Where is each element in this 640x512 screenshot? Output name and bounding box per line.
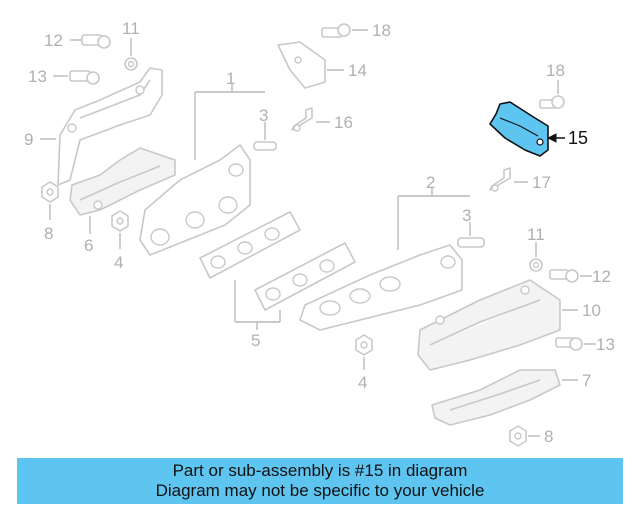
callout-2: 2 [426,173,435,192]
gasket-part-5 [199,211,356,330]
callout-8-left: 8 [44,224,53,243]
info-banner: Part or sub-assembly is #15 in diagram D… [17,458,623,504]
callout-13-left: 13 [28,67,47,86]
clip-part-16 [291,107,330,132]
parts-diagram: 12 11 13 9 6 8 4 [24,19,615,447]
heat-shield-part-7 [431,369,578,426]
bolt-part-12-right [549,269,592,283]
callout-18-right: 18 [546,61,565,80]
heat-shield-part-10 [417,279,578,371]
callout-3-upper: 3 [259,106,268,125]
clip-part-17 [489,167,528,192]
banner-line-2: Diagram may not be specific to your vehi… [155,481,485,500]
stud-part-3-lower [457,222,485,248]
callout-8-right: 8 [544,427,553,446]
callout-12-right: 12 [592,267,611,286]
callout-17: 17 [532,173,551,192]
bolt-part-18-top [321,23,368,38]
exhaust-manifold-part-1 [139,84,265,256]
callout-7: 7 [582,371,591,390]
heat-shield-part-15-highlighted [489,101,565,157]
washer-part-11-right [529,242,543,272]
bolt-part-12-left [70,34,111,49]
callout-15: 15 [568,128,588,148]
stud-part-3-upper [253,122,277,151]
banner-line-1: Part or sub-assembly is #15 in diagram [172,461,468,480]
nut-part-4-left [111,210,129,249]
callout-14: 14 [348,61,367,80]
callout-4-left: 4 [114,253,123,272]
bolt-part-13-left [53,70,100,85]
nut-part-8-right [509,425,540,447]
nut-part-4-lower [355,334,373,370]
bolt-part-13-right [555,337,596,351]
heat-shield-part-6 [69,147,176,234]
callout-12-left: 12 [44,31,63,50]
callout-11-right: 11 [527,225,545,244]
callout-6: 6 [84,236,93,255]
callout-10: 10 [582,301,601,320]
callout-4-lower: 4 [358,373,367,392]
nut-part-8-left [41,181,59,220]
callout-11-left: 11 [122,19,140,38]
heat-shield-part-9 [40,67,163,186]
callout-5: 5 [251,331,260,350]
bracket-part-14 [277,41,344,89]
callout-3-lower: 3 [462,206,471,225]
callout-18-top: 18 [372,21,391,40]
bolt-part-18-right [539,80,565,109]
callout-1: 1 [226,69,235,88]
callout-13-right: 13 [596,335,615,354]
washer-part-11-left [124,38,138,71]
callout-9: 9 [24,130,33,149]
callout-16: 16 [334,113,353,132]
exhaust-manifold-part-2 [299,188,470,331]
